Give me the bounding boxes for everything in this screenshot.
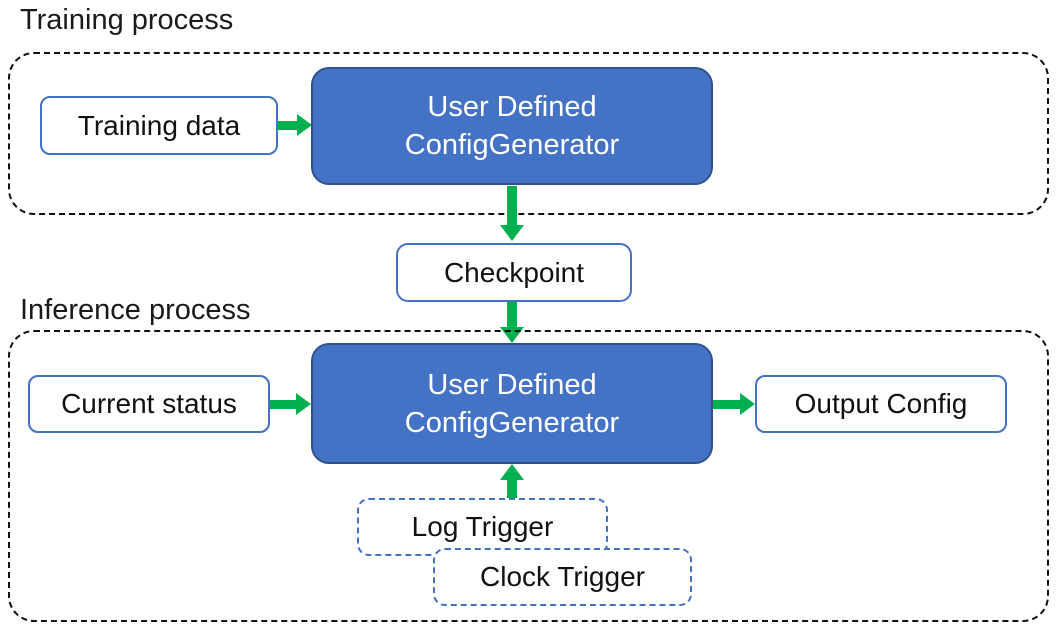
arrow-training-data-to-generator — [277, 114, 312, 136]
output-config-label: Output Config — [794, 388, 968, 419]
arrow-triggers-to-generator — [500, 464, 524, 498]
arrow-head-down-icon — [500, 225, 524, 241]
training-data-node: Training data — [40, 96, 278, 155]
checkpoint-label: Checkpoint — [443, 256, 585, 288]
inference-generator-line2: ConfigGenerator — [404, 406, 620, 439]
arrow-shaft — [713, 399, 740, 409]
arrow-head-right-icon — [297, 114, 312, 136]
arrow-shaft — [507, 480, 517, 498]
arrow-generator-to-output — [713, 393, 755, 415]
arrow-shaft — [507, 186, 517, 225]
clock-trigger-label: Clock Trigger — [480, 561, 645, 592]
log-trigger-label: Log Trigger — [411, 511, 554, 542]
training-data-label: Training data — [77, 109, 241, 141]
inference-generator-line1: User Defined — [427, 368, 597, 401]
current-status-node: Current status — [28, 375, 270, 433]
checkpoint-node: Checkpoint — [396, 243, 632, 302]
inference-generator-node: User Defined ConfigGenerator — [311, 343, 713, 464]
arrow-shaft — [277, 120, 297, 130]
inference-process-title: Inference process — [20, 294, 251, 326]
output-config-node: Output Config — [755, 375, 1007, 433]
inference-process-container — [8, 330, 1049, 622]
training-generator-node: User Defined ConfigGenerator — [311, 67, 713, 185]
arrow-shaft — [270, 399, 296, 409]
arrow-head-up-icon — [500, 464, 524, 480]
arrow-head-right-icon — [296, 393, 311, 415]
arrow-shaft — [507, 302, 517, 327]
training-generator-line2: ConfigGenerator — [404, 129, 620, 161]
training-process-container — [8, 52, 1049, 215]
arrow-current-status-to-generator — [270, 393, 311, 415]
clock-trigger-node: Clock Trigger — [433, 548, 692, 606]
arrow-head-right-icon — [740, 393, 755, 415]
training-process-title: Training process — [20, 4, 234, 36]
arrow-generator-to-checkpoint — [500, 186, 524, 241]
training-generator-line1: User Defined — [427, 91, 597, 123]
current-status-label: Current status — [61, 388, 237, 419]
